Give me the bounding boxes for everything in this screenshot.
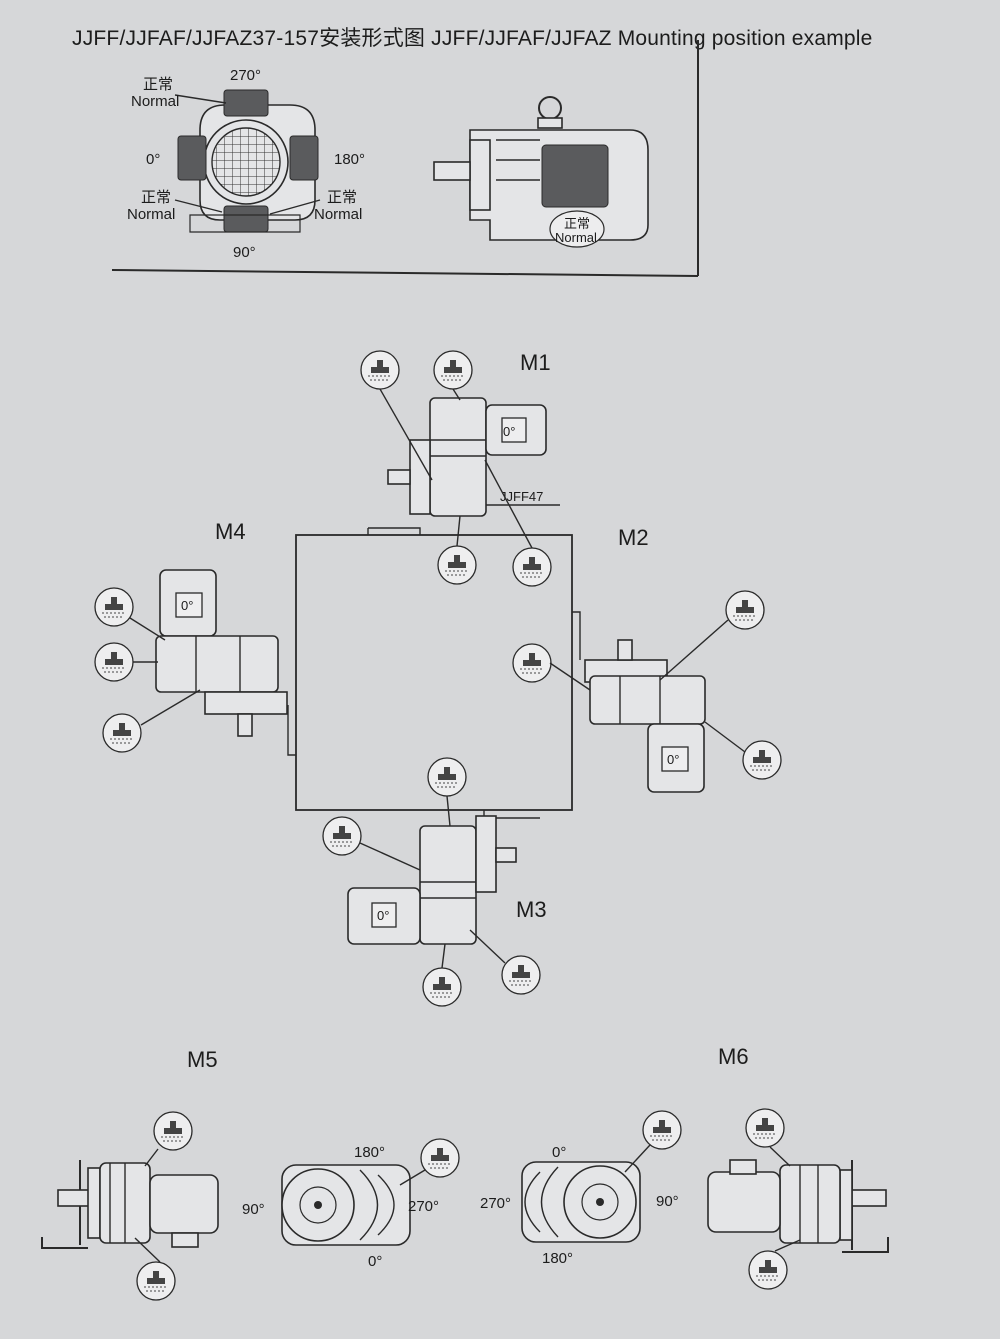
m5-side-view [41, 1160, 219, 1249]
page-title: JJFF/JJFAF/JJFAZ37-157安装形式图 JJFF/JJFAF/J… [72, 27, 873, 50]
oil-level-plug-icon [94, 642, 134, 682]
drain-plug-icon [742, 740, 782, 780]
side-normal-cn-label: 正常 [564, 216, 590, 231]
breather-vent-icon [153, 1111, 193, 1151]
breather-vent-icon [512, 547, 552, 587]
mounting-wall-block [287, 527, 581, 819]
m6-angle-0-label: 0° [552, 1144, 566, 1161]
position-m4-label: M4 [215, 519, 246, 544]
m5-angle-270-label: 270° [408, 1198, 439, 1215]
lifting-eye-icon [538, 96, 562, 120]
drain-plug-icon [422, 967, 462, 1007]
m6-side-view [707, 1159, 889, 1253]
oil-level-plug-icon [420, 1138, 460, 1178]
oil-level-plug-icon [501, 955, 541, 995]
m6-angle-180-label: 180° [542, 1250, 573, 1267]
terminal-box-180-icon [289, 135, 319, 181]
position-m5-label: M5 [187, 1047, 218, 1072]
drain-plug-icon [437, 545, 477, 585]
output-shaft [433, 161, 471, 181]
m3-gearmotor [347, 815, 517, 945]
m1-motor-tag: 0° [503, 424, 515, 439]
model-label: JJFF47 [500, 489, 543, 504]
terminal-box-icon [541, 144, 609, 208]
oil-level-plug-icon [433, 350, 473, 390]
breather-vent-icon [427, 757, 467, 797]
motor-end-view [174, 89, 321, 233]
fan-cover-icon [211, 127, 281, 197]
terminal-box-270-icon [223, 89, 269, 117]
terminal-box-0-icon [177, 135, 207, 181]
m5-angle-90-label: 90° [242, 1201, 265, 1218]
m2-motor-tag: 0° [667, 752, 679, 767]
normal-cn-label-3: 正常 [327, 189, 357, 206]
drain-plug-icon [102, 713, 142, 753]
normal-cn-label-1: 正常 [143, 76, 173, 93]
m6-angle-270-label: 270° [480, 1195, 511, 1212]
m5-angle-180-label: 180° [354, 1144, 385, 1161]
breather-vent-icon [745, 1108, 785, 1148]
top-panel: 270° 0° 180° 90° 正常 Normal 正常 Normal 正常 … [111, 40, 699, 277]
breather-vent-icon [360, 350, 400, 390]
angle-270-label: 270° [230, 67, 261, 84]
drain-plug-icon [748, 1250, 788, 1290]
m4-motor-tag: 0° [181, 598, 193, 613]
m5-end-view [281, 1164, 411, 1246]
breather-vent-icon [725, 590, 765, 630]
motor-side-view [433, 96, 649, 248]
m3-motor-tag: 0° [377, 908, 389, 923]
position-m6-label: M6 [718, 1044, 749, 1069]
m2-gearmotor [584, 639, 706, 793]
normal-en-label-3: Normal [314, 206, 362, 223]
m6-angle-90-label: 90° [656, 1193, 679, 1210]
oil-level-plug-icon [642, 1110, 682, 1150]
m6-end-view [521, 1161, 641, 1243]
normal-en-label-2: Normal [127, 206, 175, 223]
drain-plug-icon [136, 1261, 176, 1301]
position-m1-label: M1 [520, 350, 551, 375]
normal-en-label-1: Normal [131, 93, 179, 110]
plug-badges-central [94, 350, 782, 1007]
panel-bottom-border [111, 269, 699, 277]
position-m2-label: M2 [618, 525, 649, 550]
oil-level-plug-icon [512, 643, 552, 683]
position-m3-label: M3 [516, 897, 547, 922]
side-normal-en-label: Normal [555, 230, 597, 245]
m1-gearmotor [387, 397, 560, 517]
oil-level-plug-icon [322, 816, 362, 856]
m5-angle-0-label: 0° [368, 1253, 382, 1270]
angle-90-label: 90° [233, 244, 256, 261]
breather-vent-icon [94, 587, 134, 627]
angle-0-label: 0° [146, 151, 160, 168]
m4-gearmotor [155, 569, 288, 737]
angle-180-label: 180° [334, 151, 365, 168]
terminal-box-90-icon [223, 205, 269, 233]
normal-cn-label-2: 正常 [141, 189, 171, 206]
